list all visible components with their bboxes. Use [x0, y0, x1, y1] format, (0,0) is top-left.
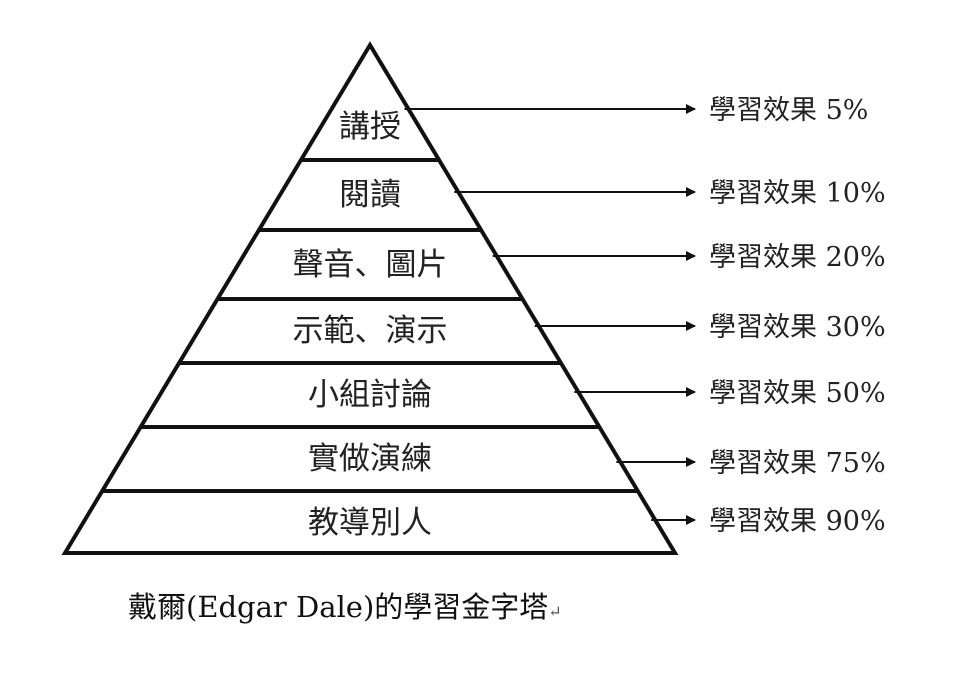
level-label: 小組討論 — [308, 377, 432, 413]
level-label: 聲音、圖片 — [293, 247, 448, 283]
level-label: 閱讀 — [339, 177, 401, 213]
level-label: 講授 — [339, 109, 401, 145]
learning-effect-label: 學習效果 10% — [709, 178, 886, 209]
diagram-caption: 戴爾(Edgar Dale)的學習金字塔↵ — [128, 590, 562, 624]
learning-effect-label: 學習效果 30% — [709, 312, 886, 343]
level-label: 教導別人 — [308, 505, 432, 541]
learning-effect-label: 學習效果 5% — [709, 95, 868, 126]
learning-effect-label: 學習效果 90% — [709, 506, 886, 537]
level-label: 示範、演示 — [293, 313, 448, 349]
learning-effect-label: 學習效果 50% — [709, 378, 886, 409]
learning-effect-label: 學習效果 20% — [709, 242, 886, 273]
learning-effect-label: 學習效果 75% — [709, 448, 886, 479]
level-label: 實做演練 — [308, 441, 432, 477]
